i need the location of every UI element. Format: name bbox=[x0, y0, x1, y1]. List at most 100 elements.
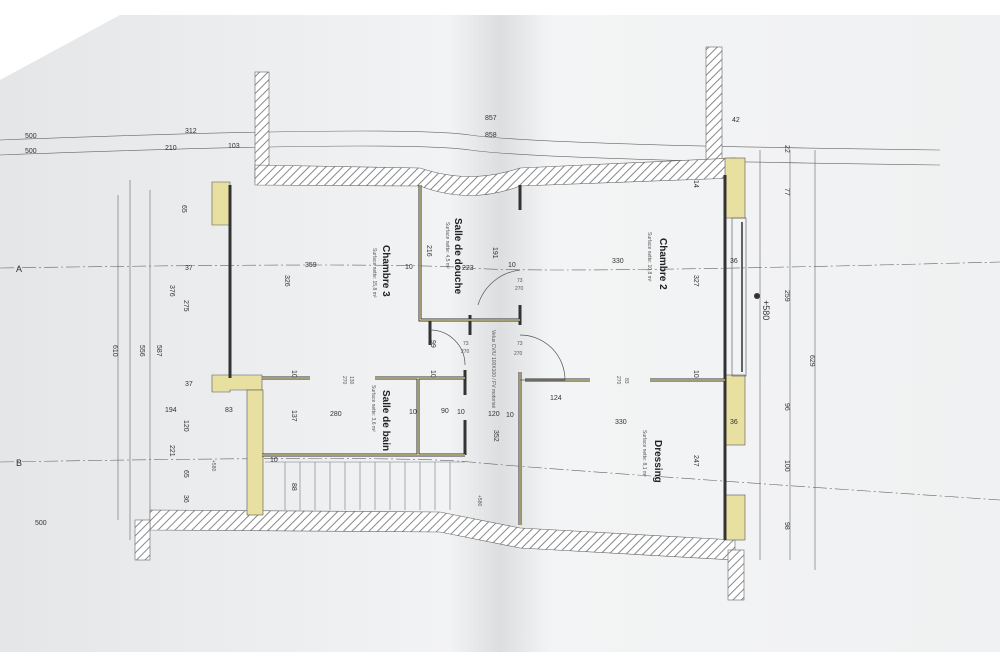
level-marker-icon bbox=[754, 293, 760, 299]
dimension: 137 bbox=[290, 410, 297, 422]
dimension: 96 bbox=[783, 403, 790, 411]
dimension: 259 bbox=[783, 290, 790, 302]
dimension: 10 bbox=[270, 457, 278, 464]
top-dimensions: 500 500 312 210 103 857 858 42 bbox=[25, 115, 740, 155]
door-swings bbox=[429, 269, 566, 381]
dimension: 36 bbox=[730, 258, 738, 265]
room-name: Chambre 2 bbox=[657, 238, 668, 290]
door-size: 270 bbox=[515, 286, 524, 292]
dimension: 223 bbox=[462, 265, 474, 272]
dimension: 65 bbox=[182, 470, 189, 478]
axis-label-b: B bbox=[16, 458, 22, 468]
dimension: 629 bbox=[808, 355, 815, 367]
dimension: 83 bbox=[225, 407, 233, 414]
room-salle-de-bain: Salle de bain Surface nette: 3,6 m² bbox=[370, 385, 391, 451]
dimension: 216 bbox=[425, 245, 432, 257]
dimension: 330 bbox=[615, 419, 627, 426]
room-surface: Surface nette: 3,6 m² bbox=[370, 385, 376, 432]
dimension: 858 bbox=[485, 132, 497, 139]
inner-dimensions: 359 326 216 10 223 191 10 330 327 36 14 … bbox=[270, 180, 738, 491]
room-surface: Surface nette: 15,8 m² bbox=[371, 248, 377, 298]
room-chambre-2: Chambre 2 Surface nette: 10,8 m² bbox=[646, 232, 668, 290]
insulation bbox=[211, 157, 746, 541]
dimension: 221 bbox=[168, 445, 175, 457]
door-size: 270 bbox=[341, 376, 347, 385]
dimension: 77 bbox=[783, 188, 790, 196]
dimension: 280 bbox=[330, 411, 342, 418]
room-chambre-3: Chambre 3 Surface nette: 15,8 m² bbox=[371, 245, 391, 298]
paper-sheet bbox=[0, 15, 1000, 652]
level-label: +580 bbox=[761, 300, 771, 320]
room-dressing: Dressing Surface nette: 8,1 m² bbox=[641, 430, 663, 483]
door-sizes: 73 270 73 270 73 270 130 270 83 270 bbox=[341, 278, 629, 385]
door-size: 83 bbox=[623, 378, 629, 384]
door-size: 73 bbox=[517, 278, 523, 284]
room-surface: Surface nette: 4,5 m² bbox=[444, 222, 450, 269]
door-size: 73 bbox=[517, 341, 523, 347]
dimension: 103 bbox=[228, 143, 240, 150]
dimension: 10 bbox=[409, 409, 417, 416]
staircase bbox=[265, 461, 465, 510]
door-size: 73 bbox=[463, 341, 469, 347]
dimension: 326 bbox=[283, 275, 290, 287]
level-label-stair: +580 bbox=[210, 460, 216, 471]
room-salle-de-douche: Salle de douche Surface nette: 4,5 m² bbox=[444, 218, 463, 295]
dimension: 36 bbox=[182, 495, 189, 503]
dimension: 10 bbox=[692, 370, 699, 378]
room-name: Chambre 3 bbox=[380, 245, 391, 297]
dimension: 10 bbox=[290, 370, 297, 378]
dimension: 247 bbox=[692, 455, 699, 467]
dimension: 857 bbox=[485, 115, 497, 122]
dimension: 10 bbox=[405, 264, 413, 271]
dimension: 191 bbox=[491, 247, 498, 259]
dimension: 99 bbox=[429, 340, 436, 348]
dimension: 88 bbox=[290, 483, 297, 491]
dimension: 14 bbox=[692, 180, 699, 188]
dimension: 37 bbox=[185, 265, 193, 272]
door-size: 270 bbox=[461, 349, 470, 355]
dimension: 359 bbox=[305, 262, 317, 269]
dimension: 22 bbox=[783, 145, 790, 153]
interior-walls-core bbox=[262, 185, 725, 525]
level-label-landing: +580 bbox=[476, 495, 482, 506]
room-name: Salle de douche bbox=[452, 218, 463, 295]
dimension: 610 bbox=[111, 345, 118, 357]
dimension: 120 bbox=[182, 420, 189, 432]
dimension: 376 bbox=[168, 285, 175, 297]
dimension: 65 bbox=[180, 205, 187, 213]
room-surface: Surface nette: 8,1 m² bbox=[641, 430, 647, 477]
dimension: 587 bbox=[155, 345, 162, 357]
dimension: 500 bbox=[25, 148, 37, 155]
dimension: 210 bbox=[165, 145, 177, 152]
dimension: 194 bbox=[165, 407, 177, 414]
dimension: 37 bbox=[185, 381, 193, 388]
dimension: 100 bbox=[783, 460, 790, 472]
dimension: 500 bbox=[35, 520, 47, 527]
dimension: 10 bbox=[508, 262, 516, 269]
dimension: 327 bbox=[692, 275, 699, 287]
dimension: 10 bbox=[506, 412, 514, 419]
paper-corner bbox=[0, 15, 120, 80]
dimension: 36 bbox=[730, 419, 738, 426]
dimension: 10 bbox=[457, 409, 465, 416]
dimension: 275 bbox=[182, 300, 189, 312]
dimension: 352 bbox=[492, 430, 499, 442]
door-size: 270 bbox=[514, 351, 523, 357]
dimension: 120 bbox=[488, 411, 500, 418]
dimension: 10 bbox=[429, 370, 436, 378]
dimension: 312 bbox=[185, 128, 197, 135]
dimension: 42 bbox=[732, 117, 740, 124]
door-size: 130 bbox=[348, 376, 354, 385]
dimension: 330 bbox=[612, 258, 624, 265]
dimension: 90 bbox=[441, 408, 449, 415]
room-name: Dressing bbox=[652, 440, 663, 483]
dimension: 500 bbox=[25, 133, 37, 140]
window bbox=[731, 217, 747, 377]
door-size: 270 bbox=[615, 376, 621, 385]
left-dimensions: 65 376 275 610 587 556 120 221 65 36 37 … bbox=[111, 205, 233, 503]
dimension: 556 bbox=[138, 345, 145, 357]
room-surface: Surface nette: 10,8 m² bbox=[646, 232, 652, 282]
velux-label: Velux CV/U 100X100 / FV motorisé bbox=[490, 330, 496, 408]
axis-label-a: A bbox=[16, 264, 22, 274]
